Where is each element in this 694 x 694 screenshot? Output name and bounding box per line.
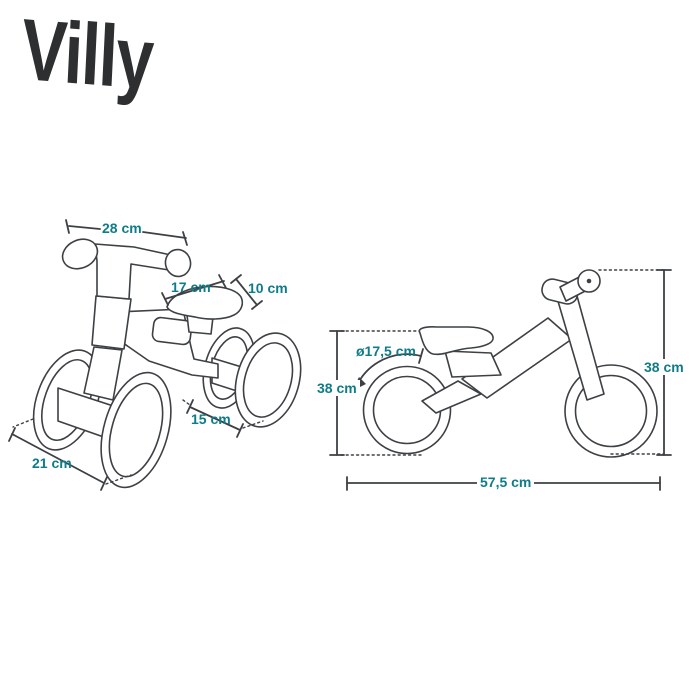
left-bike-left-grip <box>61 238 99 270</box>
dimension-line-handlebar-width <box>65 219 188 246</box>
dimension-label-seat-length: 17 cm <box>171 279 211 295</box>
left-bike-dimension-lines <box>8 219 264 491</box>
dimension-line-front-track <box>8 418 132 491</box>
dimension-label-handlebar-height: 38 cm <box>641 359 687 375</box>
left-bike-front-right-wheel <box>100 371 172 489</box>
dimension-line-seat-width <box>230 274 263 310</box>
left-bike-right-grip <box>164 248 192 278</box>
dimension-label-total-length: 57,5 cm <box>477 474 535 490</box>
left-bike-stem-mid <box>91 295 132 350</box>
right-bike-front-wheel <box>564 364 658 458</box>
dimension-label-front-track: 21 cm <box>32 455 72 471</box>
right-bike-rear-wheel <box>362 365 452 455</box>
right-bike-seat-support <box>444 350 502 378</box>
right-bike-drawing <box>362 269 658 458</box>
right-bike-seat <box>418 326 494 356</box>
left-bike-seat <box>166 285 244 320</box>
left-bike-rear-right-wheel <box>234 332 302 428</box>
right-bike-chainstay <box>421 380 482 414</box>
dimension-label-wheel-diameter: ø17,5 cm <box>356 343 416 359</box>
right-bike-grip-dot <box>586 278 592 284</box>
dimension-label-rear-track: 15 cm <box>191 411 231 427</box>
dimension-line-rear-track <box>182 399 264 438</box>
dimension-label-seat-width: 10 cm <box>248 280 288 296</box>
dimension-line-seat-length <box>161 274 227 306</box>
left-bike-handlebar <box>94 243 172 300</box>
left-bike-drawing <box>32 238 302 489</box>
left-bike-frame-detail <box>151 316 193 346</box>
dimension-label-seat-height: 38 cm <box>314 380 360 396</box>
dimension-label-handlebar-width: 28 cm <box>102 220 142 236</box>
